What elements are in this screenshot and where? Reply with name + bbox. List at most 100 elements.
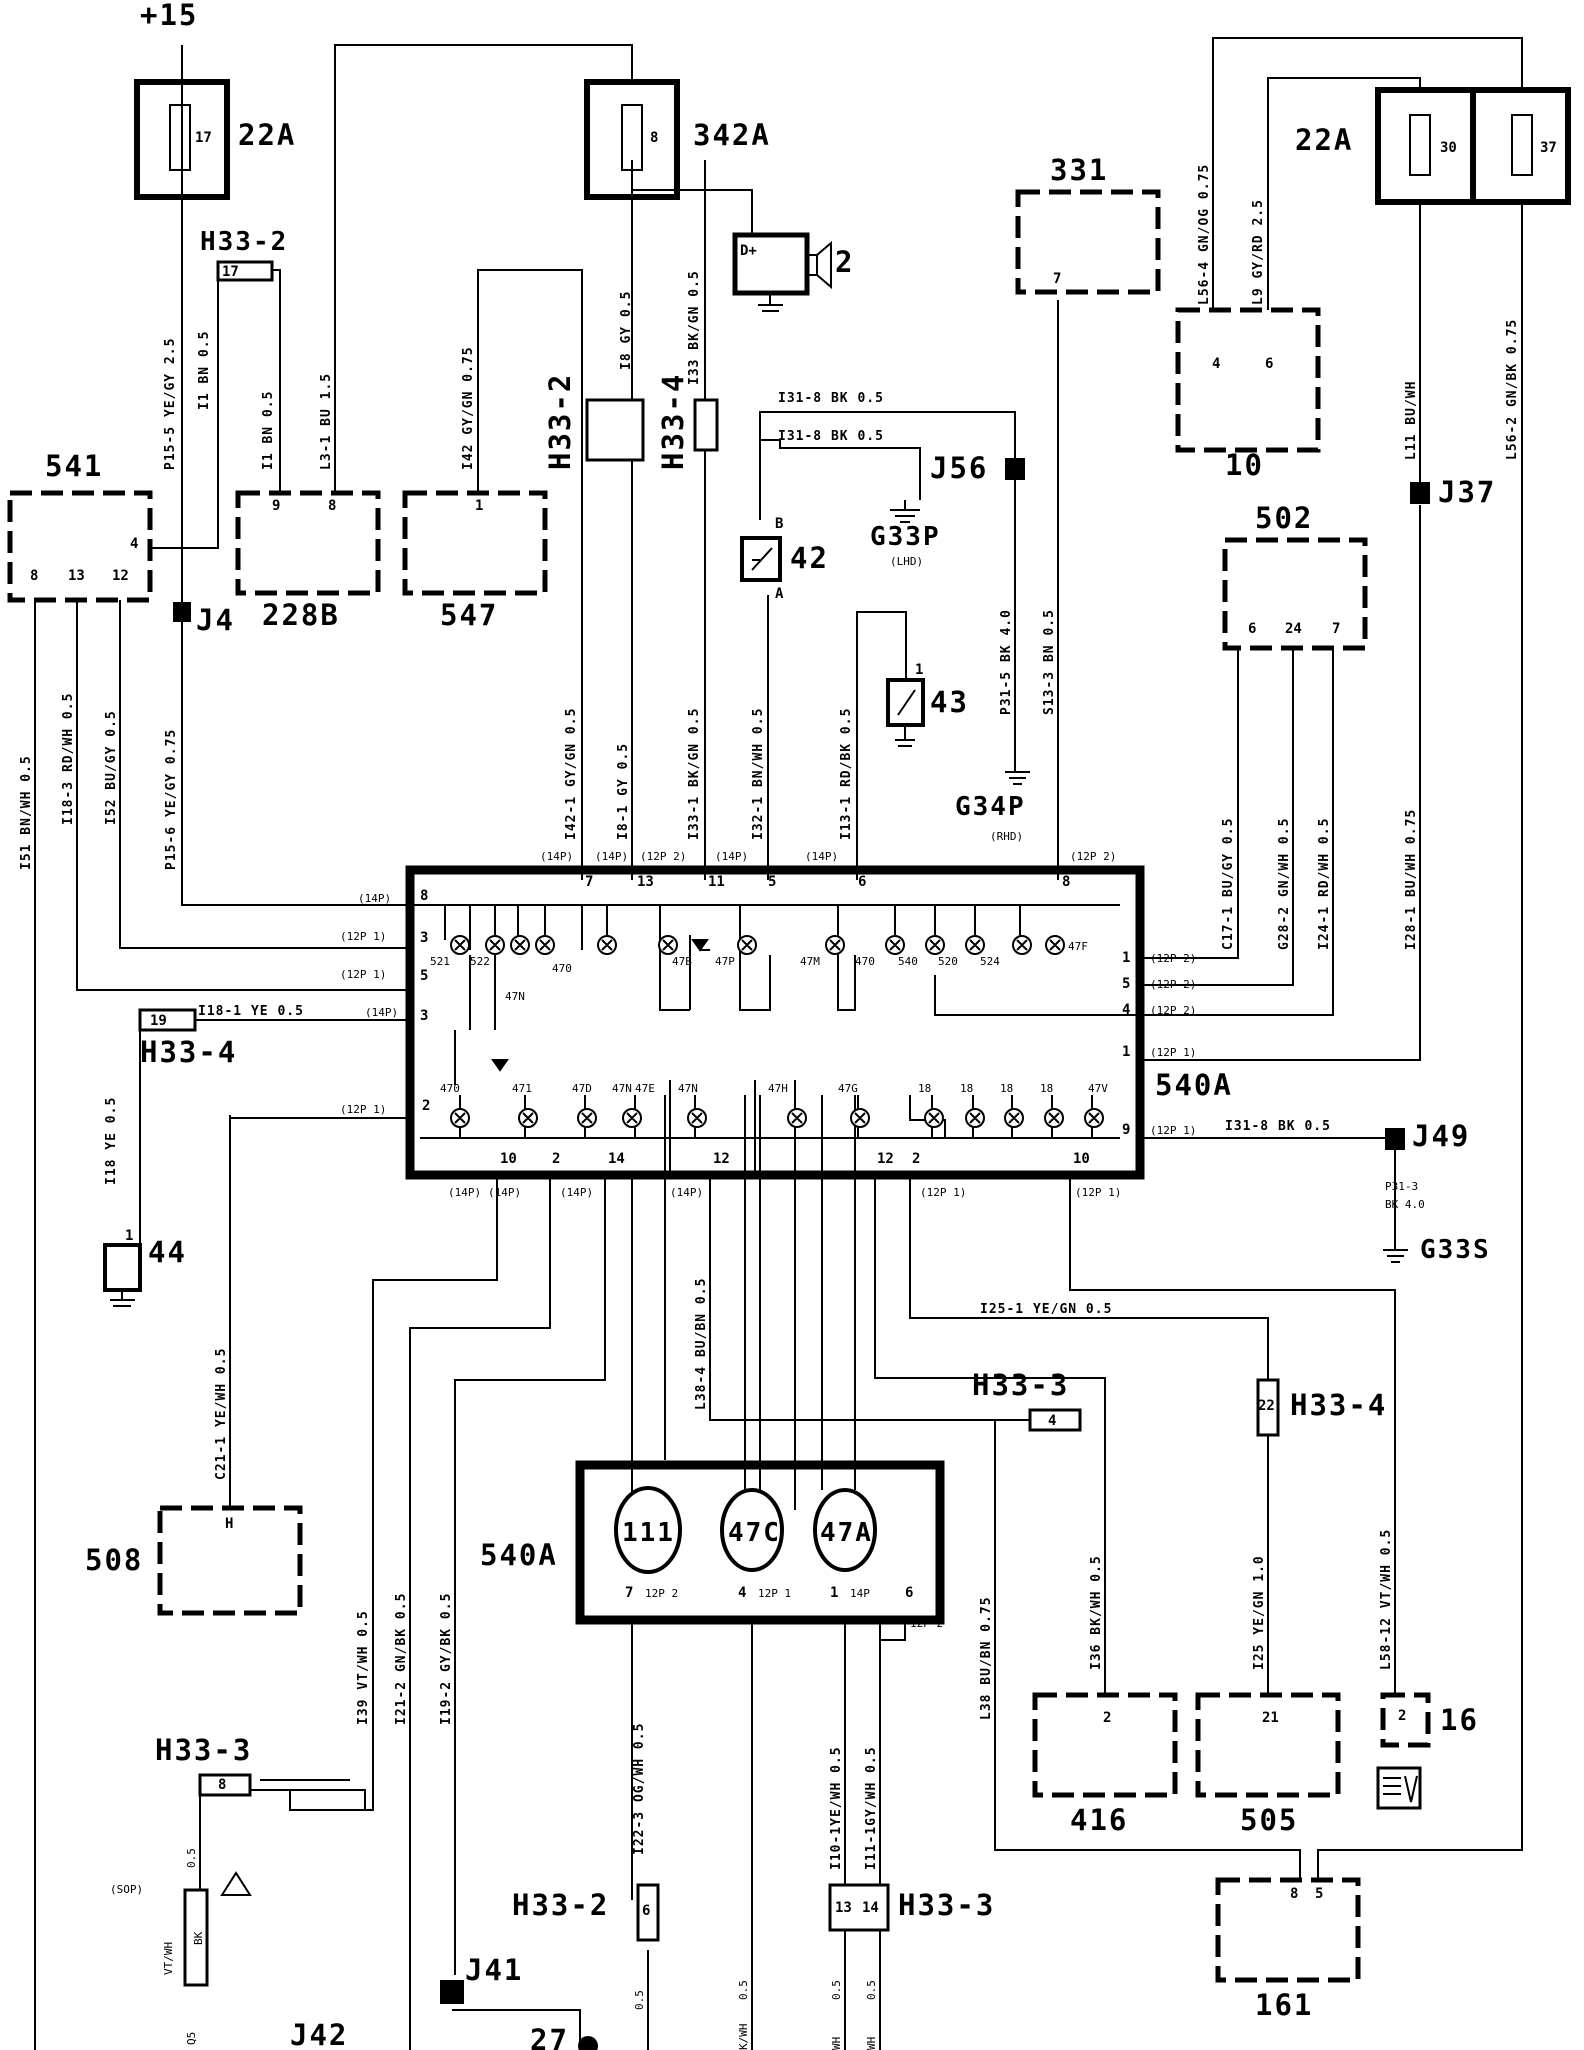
- svg-text:47N: 47N: [505, 990, 525, 1003]
- svg-text:L11 BU/WH: L11 BU/WH: [1404, 381, 1419, 460]
- svg-text:P15-6 YE/GY 0.75: P15-6 YE/GY 0.75: [164, 729, 179, 870]
- lamps-bottom-row: [450, 1108, 1104, 1128]
- svg-text:11: 11: [708, 874, 725, 890]
- fuel-symbol-icon: [1376, 1766, 1422, 1810]
- svg-text:G28-2 GN/WH 0.5: G28-2 GN/WH 0.5: [1277, 818, 1292, 950]
- svg-text:47B: 47B: [672, 955, 692, 968]
- splice-j4: [173, 602, 191, 622]
- label-541: 541: [45, 449, 103, 483]
- wire-cluster-2: [664, 1095, 856, 1510]
- svg-text:18: 18: [1040, 1082, 1053, 1095]
- svg-text:5: 5: [1315, 1886, 1323, 1902]
- svg-text:I1 BN 0.5: I1 BN 0.5: [261, 391, 276, 470]
- svg-text:I21-2 GN/BK 0.5: I21-2 GN/BK 0.5: [394, 1593, 409, 1725]
- svg-text:P31-5 BK 4.0: P31-5 BK 4.0: [999, 609, 1014, 715]
- svg-text:21: 21: [1262, 1710, 1279, 1726]
- component-228b-box: [235, 490, 381, 596]
- label-540a-cluster: 540A: [480, 1538, 558, 1572]
- label-h33-2-top: H33-2: [200, 227, 288, 257]
- svg-text:6: 6: [1265, 356, 1273, 372]
- svg-text:8: 8: [1290, 1886, 1298, 1902]
- svg-text:I22-3 OG/WH 0.5: I22-3 OG/WH 0.5: [632, 1723, 647, 1855]
- wire-d-plus: [632, 189, 753, 235]
- connector-tags: (14P) (14P) (12P 2) (14P) (14P) (12P 2) …: [340, 850, 1196, 1630]
- wire-j41: [452, 2009, 581, 2050]
- wire-12-l384: [709, 1175, 1301, 1880]
- svg-text:I18-3 RD/WH 0.5: I18-3 RD/WH 0.5: [61, 693, 76, 825]
- gauge-47a: [813, 1488, 877, 1572]
- svg-text:47F: 47F: [1068, 940, 1088, 953]
- svg-text:(12P 1): (12P 1): [920, 1186, 966, 1199]
- label-502: 502: [1255, 501, 1313, 535]
- svg-text:17: 17: [222, 264, 239, 280]
- svg-text:(14P): (14P): [488, 1186, 521, 1199]
- svg-text:I31-8 BK 0.5: I31-8 BK 0.5: [1225, 1119, 1331, 1134]
- wire-2r-i25: [909, 1175, 1269, 1695]
- svg-text:I31-8 BK 0.5: I31-8 BK 0.5: [778, 391, 884, 406]
- svg-text:12: 12: [112, 568, 129, 584]
- svg-text:47M: 47M: [800, 955, 820, 968]
- label-sop: (SOP): [110, 1883, 143, 1896]
- svg-text:47E: 47E: [635, 1082, 655, 1095]
- svg-text:(14P): (14P): [560, 1186, 593, 1199]
- component-505-box: [1195, 1692, 1341, 1798]
- wire-i318c: [1140, 1137, 1396, 1250]
- svg-text:47N: 47N: [678, 1082, 698, 1095]
- label-rhd: (RHD): [990, 830, 1023, 843]
- svg-text:I32-1 BN/WH 0.5: I32-1 BN/WH 0.5: [751, 708, 766, 840]
- svg-text:47N: 47N: [612, 1082, 632, 1095]
- label-42: 42: [790, 541, 829, 575]
- label-j49: J49: [1412, 1119, 1470, 1153]
- svg-text:I31-8 BK 0.5: I31-8 BK 0.5: [778, 429, 884, 444]
- svg-text:22: 22: [1258, 1398, 1275, 1414]
- warning-triangle-icon: [220, 1871, 252, 1896]
- connector-h33-4-vert: [693, 398, 719, 452]
- svg-text:8: 8: [30, 568, 38, 584]
- svg-text:470: 470: [855, 955, 875, 968]
- svg-text:30: 30: [1440, 140, 1457, 156]
- wire-42-top: [759, 411, 1016, 520]
- svg-text:3: 3: [420, 930, 428, 946]
- connector-h33-2-bottom: [636, 1883, 660, 1942]
- connector-h33-3-mid: [1028, 1408, 1082, 1432]
- component-416-box: [1032, 1692, 1178, 1798]
- svg-text:L56-4 GN/OG 0.75: L56-4 GN/OG 0.75: [1197, 164, 1212, 305]
- label-j41: J41: [465, 1953, 523, 1987]
- pin-labels: 17 4 8 13 12 9 8 1 7 4 6 6 24 7 B A 1 H …: [30, 243, 1406, 1919]
- svg-text:5: 5: [420, 968, 428, 984]
- label-lhd: (LHD): [890, 555, 923, 568]
- svg-text:(14P): (14P): [670, 1186, 703, 1199]
- svg-text:47P: 47P: [715, 955, 735, 968]
- svg-text:13: 13: [835, 1900, 852, 1916]
- switch-44: [103, 1243, 142, 1292]
- label-g34p: G34P: [955, 792, 1026, 822]
- svg-text:1: 1: [475, 498, 483, 514]
- svg-text:S13-3 BN 0.5: S13-3 BN 0.5: [1042, 609, 1057, 715]
- svg-text:I25-1 YE/GN 0.5: I25-1 YE/GN 0.5: [980, 1302, 1112, 1317]
- svg-text:8: 8: [650, 130, 658, 146]
- label-547: 547: [440, 598, 498, 632]
- wire-h33-3-left: [199, 1779, 366, 1905]
- label-h33-2-vert: H33-2: [543, 373, 577, 470]
- fuse-342a: 8: [584, 79, 680, 200]
- svg-text:520: 520: [938, 955, 958, 968]
- svg-text:K/WH: K/WH: [737, 2024, 750, 2050]
- svg-text:7: 7: [1053, 271, 1061, 287]
- label-47c: 47C: [728, 1518, 781, 1548]
- resistor-sop: [183, 1888, 209, 1987]
- svg-text:I33 BK/GN 0.5: I33 BK/GN 0.5: [687, 270, 702, 385]
- component-labels: +15 22A 342A H33-2 541 228B 547 331 22A …: [45, 0, 1494, 2050]
- label-j4: J4: [196, 603, 235, 637]
- svg-text:(14P): (14P): [358, 892, 391, 905]
- svg-text:C17-1 BU/GY 0.5: C17-1 BU/GY 0.5: [1221, 818, 1236, 950]
- svg-text:14P: 14P: [850, 1587, 870, 1600]
- wire-i1-b: [272, 269, 281, 493]
- svg-text:12P 2: 12P 2: [910, 1617, 943, 1630]
- svg-text:524: 524: [980, 955, 1000, 968]
- svg-text:4: 4: [738, 1585, 746, 1601]
- connector-h33-2-vert: [585, 398, 645, 462]
- svg-text:(12P 1): (12P 1): [1150, 1124, 1196, 1137]
- label-22a-left: 22A: [238, 118, 296, 152]
- svg-text:6: 6: [858, 874, 866, 890]
- svg-text:10: 10: [1073, 1151, 1090, 1167]
